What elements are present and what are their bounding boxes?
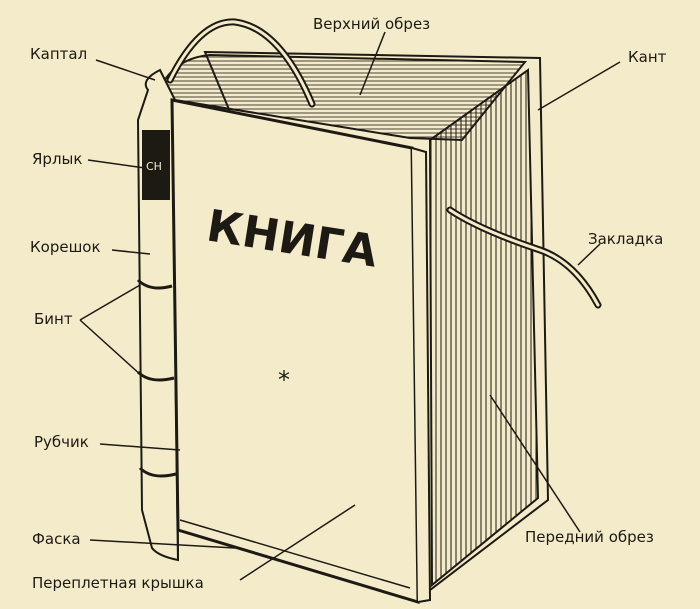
label-rubchik: Рубчик (34, 433, 89, 451)
label-yarlyk: Ярлык (32, 150, 82, 168)
label-peredniy-obrez: Передний обрез (525, 528, 654, 546)
label-verkhniy-obrez: Верхний обрез (313, 15, 430, 33)
label-faska: Фаска (32, 530, 81, 548)
label-kant: Кант (628, 48, 666, 66)
front-cover (172, 100, 418, 602)
cover-ornament: * (278, 366, 290, 394)
label-kaptal: Каптал (30, 45, 87, 63)
front-edge (430, 70, 538, 585)
label-koreshok: Корешок (30, 238, 101, 256)
label-bint: Бинт (34, 310, 73, 328)
label-pereplet: Переплетная крышка (32, 574, 204, 592)
label-zakladka: Закладка (588, 230, 663, 248)
spine-label-text: СН (146, 160, 162, 173)
